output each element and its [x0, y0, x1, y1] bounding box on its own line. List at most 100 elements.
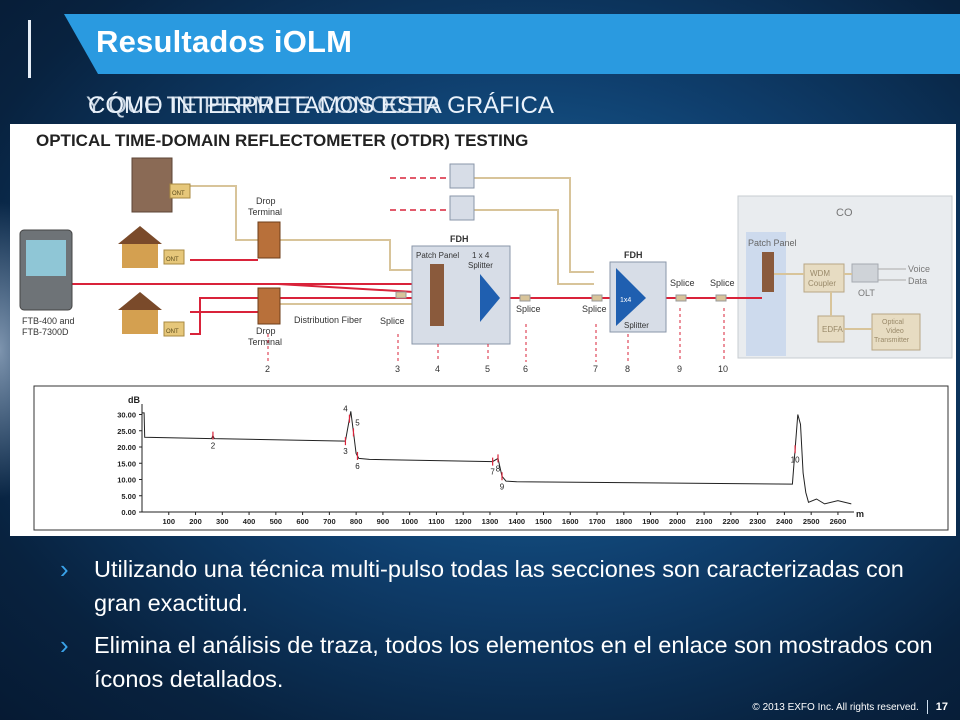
trace-frame	[33, 385, 949, 531]
instrument-label: FTB-400 and	[22, 316, 75, 326]
trace-marker-label: 2	[211, 442, 216, 451]
otdr-diagram: OPTICAL TIME-DOMAIN REFLECTOMETER (OTDR)…	[19, 131, 953, 531]
trace-y-tick-label: 30.00	[117, 411, 136, 420]
splitter-right-label: Splitter	[624, 321, 649, 330]
optical-label: Optical	[882, 319, 904, 326]
trace-xlabel: m	[856, 509, 864, 519]
trace-x-tick-label: 300	[216, 517, 229, 526]
trace-y-tick-label: 25.00	[117, 427, 136, 436]
trace-y-tick-label: 20.00	[117, 443, 136, 452]
footer-copyright: © 2013 EXFO Inc. All rights reserved.	[752, 701, 919, 713]
splice-label-a: Splice	[380, 316, 405, 326]
drop-terminal-bottom	[257, 287, 281, 325]
trace-x-tick-label: 2200	[723, 517, 740, 526]
fiber-drop-top	[474, 177, 594, 273]
drop-terminal-top-label: Drop	[256, 196, 276, 206]
trace-x-tick-label: 1200	[455, 517, 472, 526]
trace-marker-label: 6	[355, 462, 360, 471]
house-icon-1	[122, 244, 158, 268]
accent-bar	[28, 20, 31, 78]
trace-y-tick-label: 10.00	[117, 476, 136, 485]
trace-x-tick-label: 2100	[696, 517, 713, 526]
instrument-label-b: FTB-7300D	[22, 327, 69, 337]
chevron-right-icon: ›	[60, 554, 69, 584]
bullet-text: Utilizando una técnica multi-pulso todas…	[94, 556, 904, 616]
splice-icon-c	[591, 294, 603, 302]
bullet-text: Elimina el análisis de traza, todos los …	[94, 632, 933, 692]
trace-marker-label: 10	[791, 455, 800, 464]
bullet-list: › Utilizando una técnica multi-pulso tod…	[54, 552, 954, 704]
ref-point-4: 4	[435, 364, 440, 374]
trace-y-tick-label: 5.00	[121, 492, 136, 501]
olt-label: OLT	[858, 288, 875, 298]
trace-x-tick-label: 900	[377, 517, 390, 526]
trace-x-tick-label: 100	[163, 517, 176, 526]
drop-terminal-bottom-label: Drop	[256, 326, 276, 336]
trace-marker-label: 4	[343, 405, 348, 414]
splitter-left-icon	[480, 274, 500, 322]
transmitter-label: Transmitter	[874, 337, 910, 344]
slide-subtitle-back: Y QUE TE PERMITE CONOCER	[86, 92, 440, 119]
splitter-right-top-label: 1x4	[620, 297, 631, 304]
video-label: Video	[886, 328, 904, 335]
trace-x-tick-label: 1800	[615, 517, 632, 526]
ont-box-1	[169, 183, 191, 199]
ont-box-2	[163, 249, 185, 265]
splice-icon-d	[675, 294, 687, 302]
chevron-right-icon: ›	[60, 630, 69, 660]
trace-y-tick-label: 15.00	[117, 459, 136, 468]
trace-marker-label: 5	[355, 418, 360, 427]
trace-x-tick-label: 1600	[562, 517, 579, 526]
trace-x-tick-label: 200	[189, 517, 202, 526]
voice-label: Voice	[908, 264, 930, 274]
title-band	[64, 14, 960, 74]
ont-label-3: ONT	[166, 329, 179, 335]
slide-subtitle-front: CÓMO INTERPRETAMOS ESTA GRÁFICA	[88, 92, 554, 119]
footer-separator	[926, 700, 928, 714]
splice-label-e: Splice	[710, 278, 735, 288]
drop-terminal-top	[257, 221, 281, 259]
trace-x-tick-label: 2000	[669, 517, 686, 526]
ref-point-7: 7	[593, 364, 598, 374]
ref-point-5: 5	[485, 364, 490, 374]
splice-icon-a	[395, 291, 407, 299]
ref-point-10: 10	[718, 364, 728, 374]
data-label: Data	[908, 276, 927, 286]
bullet-item: › Elimina el análisis de traza, todos lo…	[54, 628, 954, 696]
splice-icon-b	[519, 294, 531, 302]
fiber-drop-ont1	[160, 185, 258, 241]
fiber-ont3-distribution	[190, 297, 414, 335]
fiber-drop-mid	[474, 209, 594, 285]
splice-label-c: Splice	[582, 304, 607, 314]
splice-icon-e	[715, 294, 727, 302]
trace-x-tick-label: 2500	[803, 517, 820, 526]
ont-label-1: ONT	[172, 191, 185, 197]
trace-x-tick-label: 1300	[482, 517, 499, 526]
trace-x-tick-label: 1700	[589, 517, 606, 526]
splitter-1x4-label-b: Splitter	[468, 261, 493, 270]
fdh-left-label: FDH	[450, 234, 469, 244]
trace-x-tick-label: 1100	[428, 517, 444, 526]
splitter-1x4-label: 1 x 4	[472, 251, 490, 260]
splice-label-d: Splice	[670, 278, 695, 288]
drop-terminal-bottom-label-b: Terminal	[248, 337, 282, 347]
splitter-right-icon	[616, 268, 646, 326]
trace-x-tick-label: 600	[296, 517, 309, 526]
ref-point-8: 8	[625, 364, 630, 374]
trace-x-tick-label: 2300	[749, 517, 766, 526]
trace-x-tick-label: 1500	[535, 517, 552, 526]
video-transmitter-box	[871, 313, 921, 351]
ref-point-9: 9	[677, 364, 682, 374]
house-icon-2	[122, 310, 158, 334]
slide-title: Resultados iOLM	[96, 24, 353, 59]
fdh-right-label: FDH	[624, 250, 643, 260]
co-patch-highlight	[746, 232, 786, 356]
trace-ylabel: dB	[128, 395, 140, 405]
reference-points: 2 3 4 5 6 7 8 9 10	[265, 308, 728, 374]
fiber-drop-terminal-top	[280, 239, 414, 271]
otdr-screen	[26, 240, 66, 276]
